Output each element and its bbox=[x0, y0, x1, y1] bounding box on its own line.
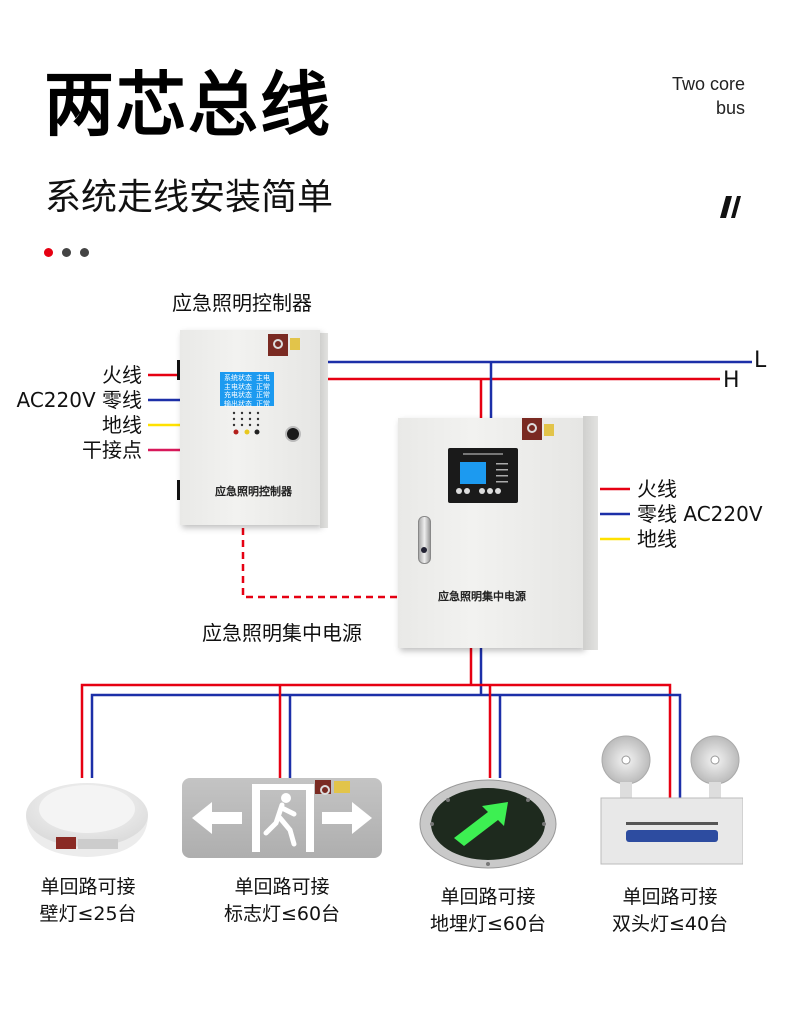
caption-line2: 标志灯≤60台 bbox=[223, 903, 341, 925]
caption-line2: 壁灯≤25台 bbox=[39, 903, 137, 925]
fixture-caption-exit-sign: 单回路可接 标志灯≤60台 bbox=[212, 878, 352, 924]
controller-screen: 系统状态主电 主电状态正常 充电状态正常 输出状态正常 bbox=[220, 372, 274, 409]
screen-row-value: 正常 bbox=[256, 382, 270, 391]
screen-row-value: 正常 bbox=[256, 391, 270, 399]
dist-live bbox=[80, 683, 672, 778]
screen-row: 主电状态正常 bbox=[224, 383, 270, 392]
screen-row-name: 输出状态 bbox=[224, 399, 252, 408]
screen-row-name: 充电状态 bbox=[224, 391, 252, 399]
power-supply-side bbox=[583, 416, 598, 650]
psu-label-neutral: 零线 AC220V bbox=[637, 504, 763, 524]
caption-line2: 双头灯≤40台 bbox=[611, 913, 729, 935]
fixture-caption-twin-head-lamp: 单回路可接 双头灯≤40台 bbox=[600, 888, 740, 934]
screen-row-value: 主电 bbox=[256, 374, 270, 382]
door-handle[interactable] bbox=[418, 516, 431, 564]
screen-row: 系统状态主电 bbox=[224, 374, 270, 383]
cert-badge-icon bbox=[522, 418, 542, 440]
wall-lamp-icon bbox=[26, 783, 148, 857]
ctrl-label-live: 火线 bbox=[102, 363, 142, 387]
power-supply-panel-label: 应急照明集中电源 bbox=[438, 590, 526, 603]
controller-hinge-top bbox=[177, 360, 180, 380]
controller-hinge-bottom bbox=[177, 480, 180, 500]
power-supply-caption: 应急照明集中电源 bbox=[202, 621, 362, 645]
power-supply-screen bbox=[460, 462, 486, 484]
caption-line1: 单回路可接 bbox=[440, 886, 536, 908]
door-lock-icon bbox=[421, 547, 427, 553]
english-title: Two core bus bbox=[672, 72, 745, 120]
power-supply-control-panel bbox=[448, 448, 518, 503]
caption-line1: 单回路可接 bbox=[234, 876, 330, 898]
psu-label-neutral-text: 零线 bbox=[637, 502, 677, 526]
qr-badge-icon bbox=[290, 338, 300, 350]
screen-row: 输出状态正常 bbox=[224, 400, 270, 409]
screen-row: 充电状态正常 bbox=[224, 391, 270, 400]
power-supply-buttons bbox=[456, 453, 508, 494]
english-title-line2: bus bbox=[715, 98, 745, 118]
ctrl-label-neutral-text: 零线 bbox=[102, 388, 142, 412]
psu-label-live: 火线 bbox=[637, 477, 677, 501]
double-slash-icon bbox=[720, 196, 741, 218]
fixture-caption-wall-lamp: 单回路可接 壁灯≤25台 bbox=[35, 878, 141, 924]
caption-line1: 单回路可接 bbox=[622, 886, 718, 908]
fixture-caption-floor-lamp: 单回路可接 地埋灯≤60台 bbox=[418, 888, 558, 934]
controller-caption: 应急照明控制器 bbox=[172, 291, 312, 315]
page-title: 两芯总线 bbox=[44, 64, 332, 146]
exit-sign-icon bbox=[182, 778, 382, 858]
twin-head-lamp-icon bbox=[593, 732, 744, 867]
exit-sign-graphic bbox=[192, 784, 372, 852]
caption-line2: 地埋灯≤60台 bbox=[429, 913, 547, 935]
power-supply-cabinet: 应急照明集中电源 bbox=[398, 416, 598, 650]
key-lock-icon[interactable] bbox=[285, 426, 301, 442]
controller-side bbox=[320, 333, 328, 528]
cert-badge-icon bbox=[268, 334, 288, 356]
screen-row-name: 主电状态 bbox=[224, 382, 252, 391]
screen-row-name: 系统状态 bbox=[224, 374, 252, 382]
ctrl-label-dry-contact: 干接点 bbox=[82, 438, 142, 462]
bus-label-H: H bbox=[723, 368, 740, 393]
pager-dot-2[interactable] bbox=[62, 248, 71, 257]
dist-neutral bbox=[90, 693, 682, 778]
psu-label-ground: 地线 bbox=[637, 527, 677, 551]
english-title-line1: Two core bbox=[671, 74, 745, 94]
pager-dot-3[interactable] bbox=[80, 248, 89, 257]
psu-label-neutral-suffix: AC220V bbox=[683, 502, 763, 526]
twin-head-lamp-graphic bbox=[600, 735, 744, 865]
ctrl-label-neutral-prefix: AC220V bbox=[16, 388, 96, 412]
floor-lamp-icon bbox=[419, 779, 557, 869]
qr-badge-icon bbox=[334, 781, 350, 793]
comm-dashed-line bbox=[241, 528, 400, 599]
qr-badge-icon bbox=[544, 424, 554, 436]
controller-cabinet: 系统状态主电 主电状态正常 充电状态正常 输出状态正常 应急照明控制器 bbox=[177, 330, 328, 528]
pager-dot-1[interactable] bbox=[44, 248, 53, 257]
page-subtitle: 系统走线安装简单 bbox=[45, 177, 334, 218]
pager-dots bbox=[44, 248, 89, 257]
controller-panel-label: 应急照明控制器 bbox=[215, 485, 292, 498]
ctrl-label-ground: 地线 bbox=[102, 413, 142, 437]
bus-label-L: L bbox=[754, 348, 767, 373]
cert-badge-icon bbox=[315, 780, 331, 795]
screen-row-value: 正常 bbox=[256, 399, 270, 408]
caption-line1: 单回路可接 bbox=[40, 876, 136, 898]
controller-indicator-leds bbox=[232, 411, 260, 435]
ctrl-label-neutral: AC220V 零线 bbox=[16, 390, 142, 410]
